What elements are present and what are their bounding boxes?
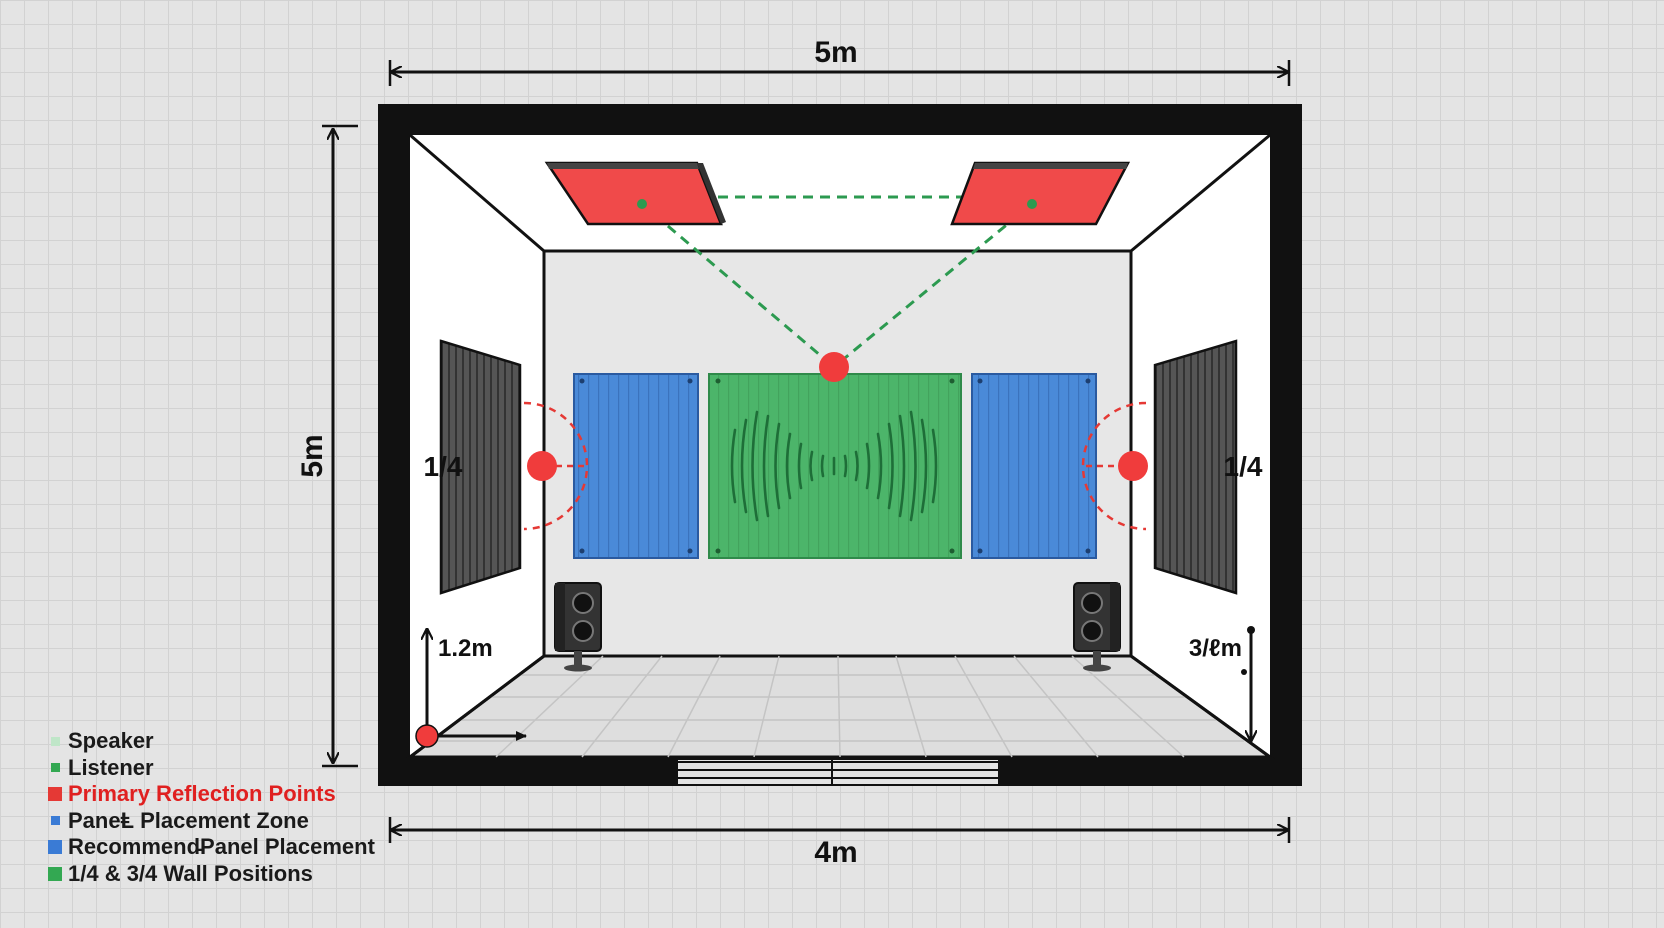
- origin-point: [415, 724, 439, 748]
- ceiling-reflection-dot-right: [1027, 199, 1037, 209]
- legend-swatch-icon: [48, 866, 62, 881]
- legend-swatch-icon: [48, 787, 62, 802]
- legend-item: Speaker: [48, 728, 375, 755]
- legend-item: Primary Reflection Points: [48, 781, 375, 808]
- bottom-dimension-label: 4m: [814, 836, 857, 869]
- speaker-right: [1073, 582, 1121, 672]
- legend-item: PaneⱠ Placement Zone: [48, 808, 375, 835]
- right-wall-quarter-label: 1/4: [1224, 451, 1263, 482]
- legend-swatch-icon: [48, 840, 62, 855]
- reflection-point-top: [819, 352, 849, 382]
- reflection-point-right-group: [1081, 401, 1148, 531]
- reflection-point-left-group: [523, 401, 589, 531]
- ceiling-panel-right: [950, 161, 1131, 226]
- doorway: [678, 760, 998, 786]
- bottom-dimension: 4m: [388, 817, 1291, 869]
- side-panel-left: [439, 339, 522, 595]
- right-height-label: 3/ℓm: [1189, 635, 1242, 662]
- legend-label: Listener: [68, 754, 154, 780]
- left-height-label: 1.2m: [438, 635, 493, 662]
- legend-item: Recommend̵Panel Placement: [48, 834, 375, 861]
- legend-label: Recommend̵Panel Placement: [68, 834, 375, 859]
- reflection-point-left: [527, 451, 557, 481]
- sound-wave-icon: [730, 410, 938, 522]
- side-dimension-label: 5m: [296, 434, 329, 477]
- left-height-marker: 1.2m: [415, 630, 527, 748]
- legend-swatch-icon: [51, 816, 60, 826]
- legend-label: 1/4 & 3/4 Wall Positions: [68, 860, 313, 886]
- legend-swatch-icon: [51, 736, 60, 746]
- legend-label: Speaker: [68, 728, 154, 753]
- legend-swatch-icon: [51, 763, 60, 773]
- right-height-marker: 3/ℓm: [1189, 626, 1255, 740]
- left-wall-quarter-label: 1/4: [424, 451, 463, 482]
- top-dimension-label: 5m: [814, 36, 857, 69]
- legend-item: Listener: [48, 755, 375, 782]
- speaker-left: [554, 582, 602, 672]
- reflection-point-right: [1118, 451, 1148, 481]
- blue-panel-right: [971, 373, 1097, 559]
- side-dimension: 5m: [296, 124, 358, 768]
- ceiling-panel-left: [544, 161, 726, 226]
- legend-item: 1/4 & 3/4 Wall Positions: [48, 861, 375, 888]
- reflection-lines: [641, 195, 1033, 369]
- blue-panel-left: [573, 373, 699, 559]
- legend-label: Primary Reflection Points: [68, 781, 336, 806]
- side-panel-right: [1153, 339, 1238, 595]
- room: [378, 104, 1302, 786]
- ceiling-reflection-dot-left: [637, 199, 647, 209]
- legend-label: PaneⱠ Placement Zone: [68, 807, 309, 833]
- top-dimension: 5m: [388, 36, 1291, 86]
- floor-grid: [432, 655, 1244, 758]
